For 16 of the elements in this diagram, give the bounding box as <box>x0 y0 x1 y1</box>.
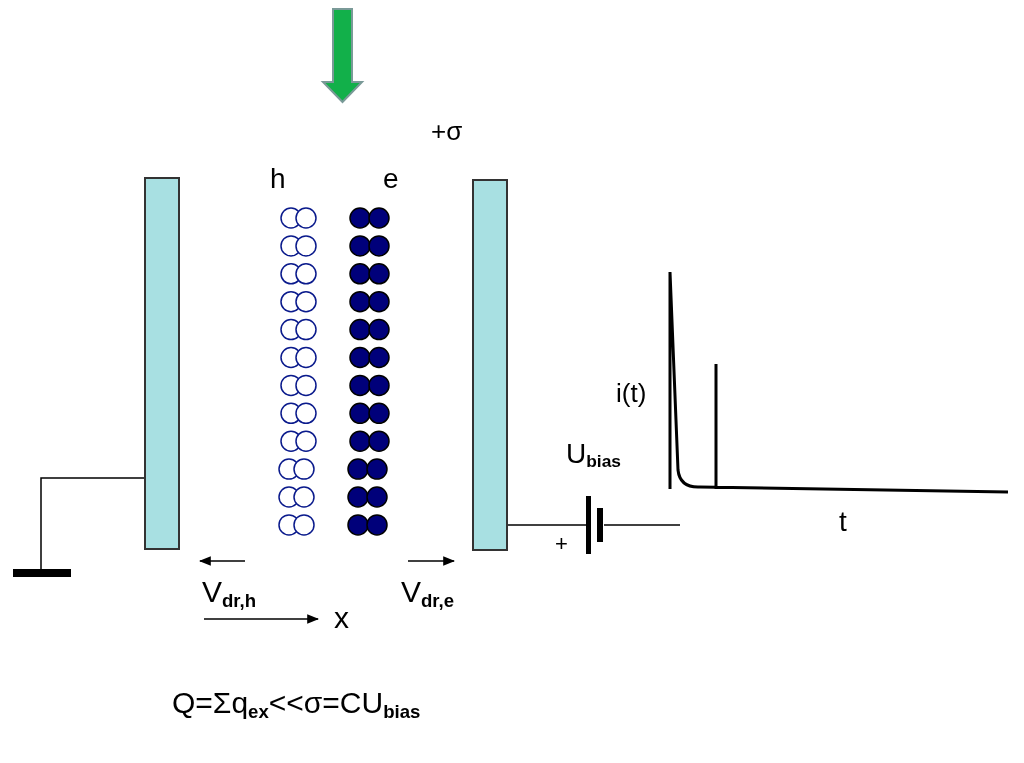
axis-label: i(t) <box>616 380 647 406</box>
axis-label: x <box>334 603 349 633</box>
charge-label: +σ <box>431 118 463 144</box>
formula: Q=Σq$_{ex}$<<σ=CU$_{bias}$ <box>172 688 421 718</box>
wire <box>603 524 681 526</box>
battery-symbol <box>586 496 604 554</box>
wire <box>507 524 587 526</box>
axis-label: t <box>839 508 847 536</box>
polarity-label: + <box>555 533 568 555</box>
carrier-label: h <box>270 165 286 193</box>
carrier-label: e <box>383 165 399 193</box>
ground-symbol <box>13 569 71 577</box>
electrode-plate <box>472 179 508 551</box>
wire <box>40 477 145 570</box>
electrode-plate <box>144 177 180 550</box>
voltage-label: U$_{bias}$ <box>566 440 621 468</box>
